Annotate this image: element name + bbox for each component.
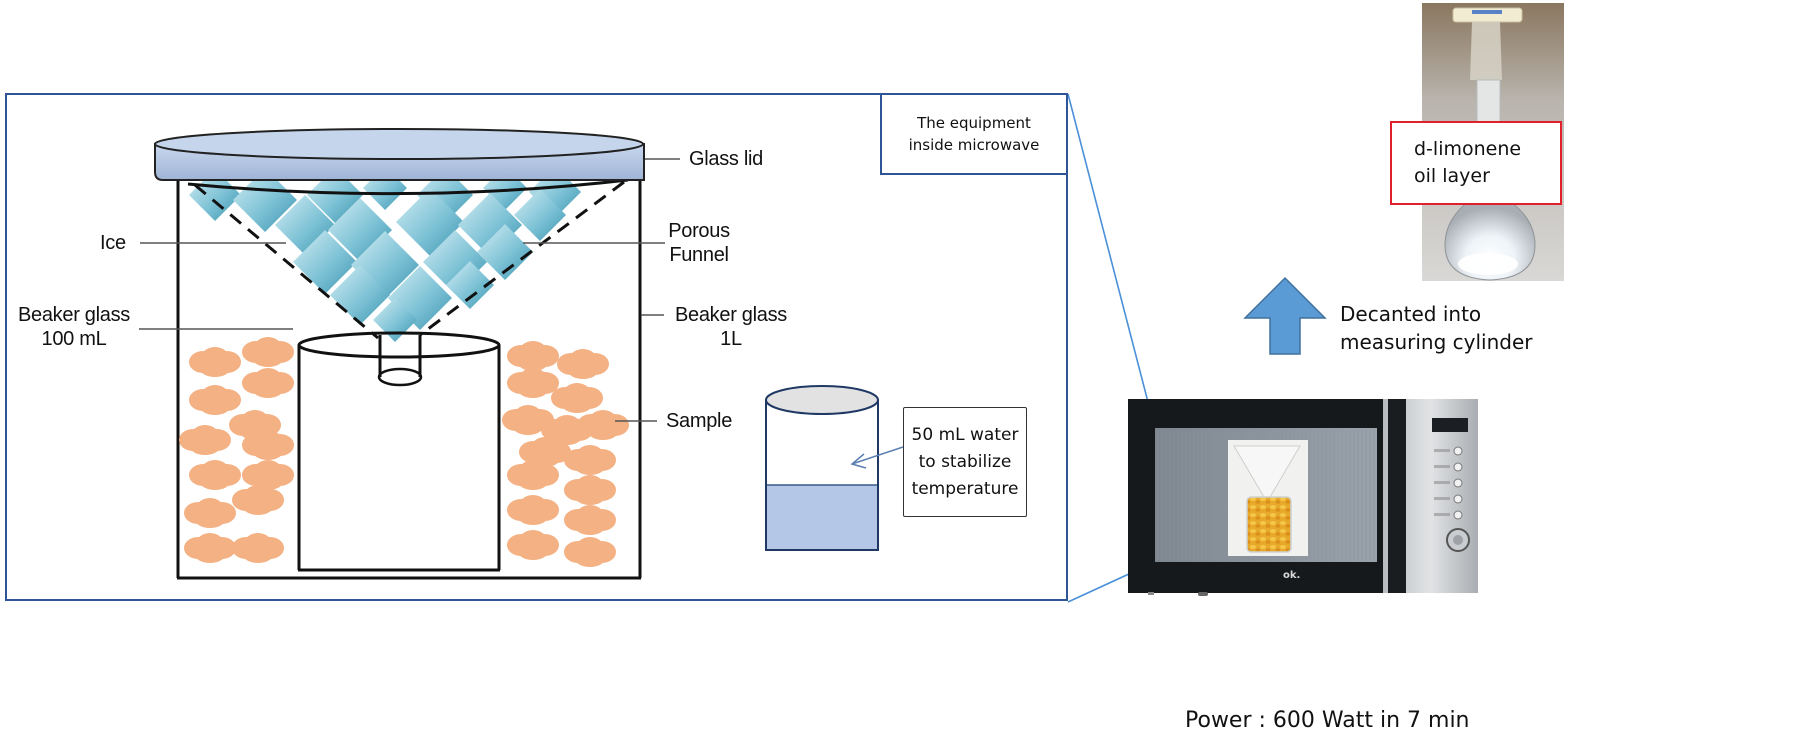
limonene-label-box: d-limonene oil layer — [1390, 121, 1562, 205]
sample-clump — [189, 385, 241, 415]
sample-clumps — [179, 337, 629, 567]
label-ice: Ice — [100, 232, 126, 254]
label-sample: Sample — [666, 410, 733, 432]
sample-clump — [507, 530, 559, 560]
label-porous-funnel-line1: Porous — [668, 220, 730, 242]
sample-clump — [184, 533, 236, 563]
ice-cube — [233, 168, 297, 232]
limonene-label-line2: oil layer — [1414, 165, 1490, 187]
inset-caption-line1: The equipment — [917, 114, 1031, 132]
decant-arrow-icon — [1243, 276, 1327, 355]
label-porous-funnel: Porous Funnel — [668, 219, 730, 267]
sample-clump — [184, 498, 236, 528]
sample-clump — [242, 460, 294, 490]
sample-clump — [564, 475, 616, 505]
power-note: Power : 600 Watt in 7 min — [1185, 708, 1470, 733]
ice-cube — [514, 189, 566, 241]
label-glass-lid: Glass lid — [689, 148, 763, 170]
ice-cube — [189, 169, 241, 221]
sample-clump — [242, 337, 294, 367]
sample-clump — [507, 460, 559, 490]
sample-clump — [189, 460, 241, 490]
microwave-brand: ok. — [1283, 570, 1301, 581]
water-note-arrow — [850, 446, 904, 469]
water-note-box: 50 mL water to stabilize temperature — [903, 407, 1027, 517]
ice-cube — [373, 298, 417, 342]
sample-clump — [232, 485, 284, 515]
glass-lid — [154, 128, 645, 181]
inset-caption: The equipment inside microwave — [880, 93, 1068, 175]
water-note-line2: to stabilize — [918, 451, 1012, 472]
label-beaker-1l: Beaker glass 1L — [667, 303, 795, 351]
ice-cubes — [189, 166, 581, 342]
sample-clump — [229, 410, 281, 440]
sample-clump — [189, 347, 241, 377]
decant-note: Decanted into measuring cylinder — [1340, 300, 1533, 356]
sample-clump — [507, 368, 559, 398]
ice-cube — [477, 224, 533, 280]
sample-clump — [564, 445, 616, 475]
microwave — [1128, 399, 1478, 596]
water-note-line3: temperature — [911, 478, 1019, 499]
water-note-line1: 50 mL water — [911, 424, 1019, 445]
ice-cube — [446, 261, 494, 309]
sample-clump — [507, 495, 559, 525]
sample-clump — [577, 410, 629, 440]
sample-clump — [564, 505, 616, 535]
sample-clump — [242, 368, 294, 398]
label-porous-funnel-line2: Funnel — [669, 244, 729, 266]
label-beaker-100ml-line2: 100 mL — [41, 328, 107, 350]
decant-note-line1: Decanted into — [1340, 302, 1482, 326]
sample-clump — [179, 425, 231, 455]
water-cylinder — [765, 385, 879, 551]
leader-lines — [139, 158, 680, 422]
sample-clump — [551, 383, 603, 413]
label-beaker-100ml: Beaker glass 100 mL — [10, 303, 138, 351]
equipment-panel-frame — [5, 93, 1068, 601]
sample-clump — [242, 430, 294, 460]
label-beaker-100ml-line1: Beaker glass — [17, 304, 130, 326]
decant-note-line2: measuring cylinder — [1340, 330, 1533, 354]
inset-caption-line2: inside microwave — [908, 136, 1040, 154]
sample-clump — [557, 349, 609, 379]
ice-cube — [293, 230, 357, 294]
sample-clump — [564, 537, 616, 567]
sample-clump — [232, 533, 284, 563]
beaker-1l — [176, 180, 642, 580]
label-beaker-1l-line2: 1L — [720, 328, 742, 350]
limonene-label-line1: d-limonene — [1414, 138, 1522, 160]
label-beaker-1l-line1: Beaker glass — [674, 304, 787, 326]
sample-clump — [507, 341, 559, 371]
beaker-100ml — [297, 331, 501, 572]
